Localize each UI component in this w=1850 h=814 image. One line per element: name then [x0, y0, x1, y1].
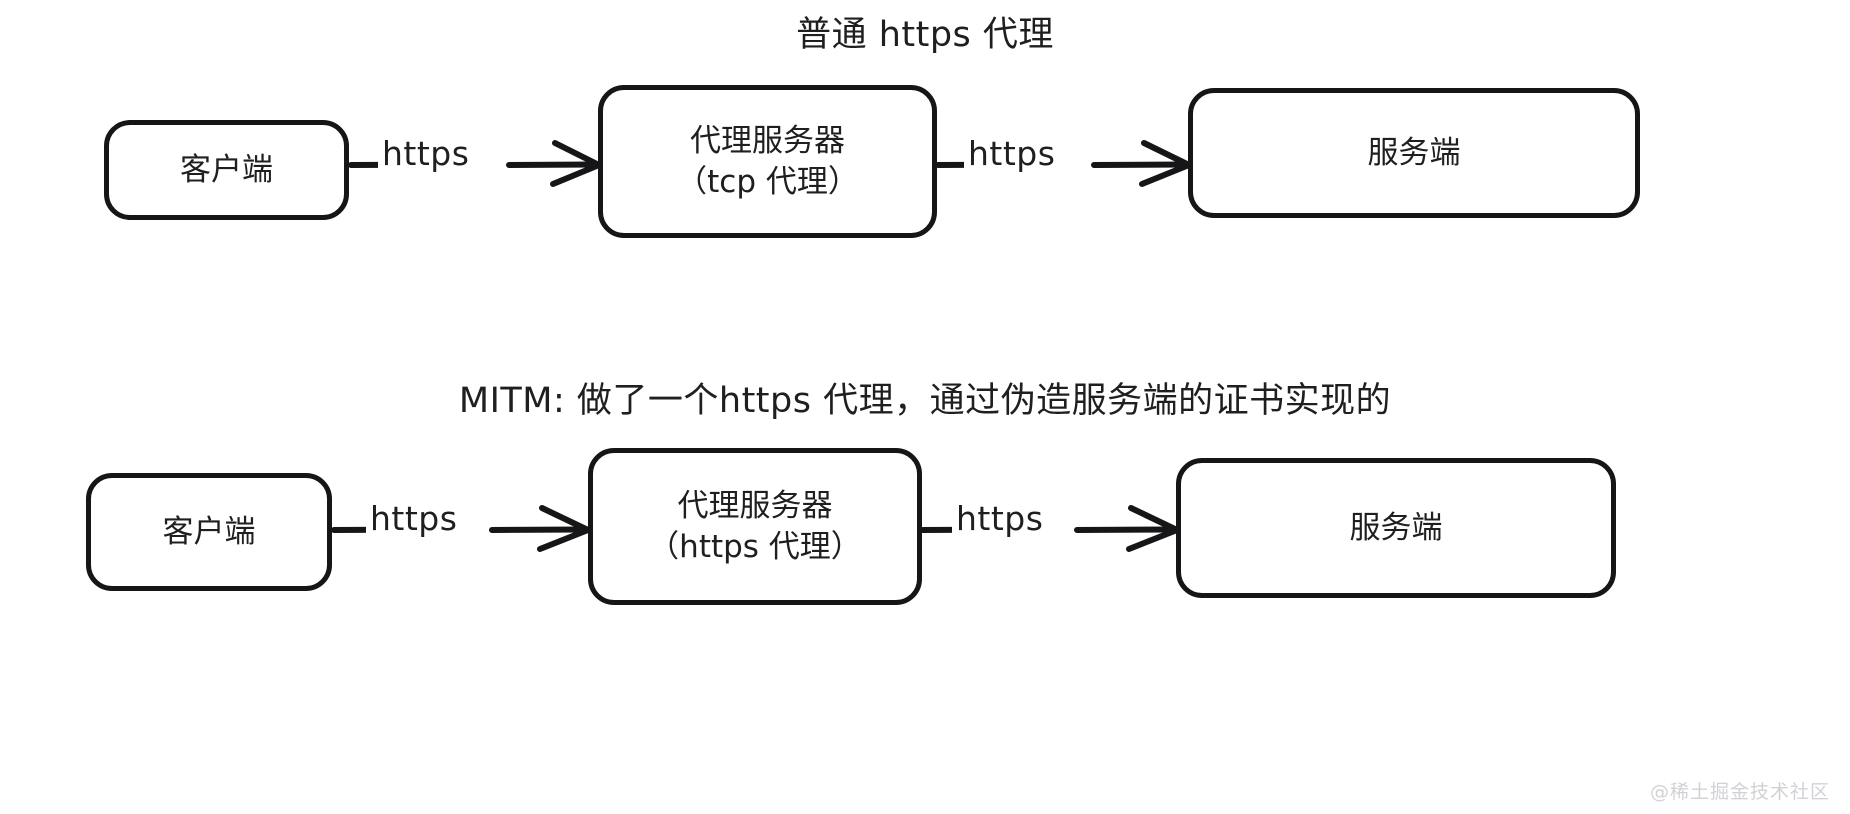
node-proxy-bottom-label: 代理服务器: [677, 487, 833, 524]
node-server-top[interactable]: 服务端: [1188, 88, 1640, 218]
edge-label-client-to-proxy-bottom: https: [366, 499, 462, 538]
node-server-bottom-label: 服务端: [1349, 509, 1443, 546]
section-title-mitm-proxy: MITM: 做了一个https 代理，通过伪造服务端的证书实现的: [458, 381, 1392, 421]
node-client-bottom[interactable]: 客户端: [86, 473, 332, 591]
node-proxy-bottom[interactable]: 代理服务器 （https 代理）: [588, 448, 922, 605]
node-proxy-top-sublabel: （tcp 代理）: [676, 163, 859, 200]
node-server-bottom[interactable]: 服务端: [1176, 458, 1616, 598]
node-client-top-label: 客户端: [180, 151, 273, 188]
node-proxy-bottom-sublabel: （https 代理）: [648, 528, 862, 565]
node-client-bottom-label: 客户端: [162, 513, 256, 550]
node-server-top-label: 服务端: [1367, 134, 1461, 171]
node-client-top[interactable]: 客户端: [104, 120, 349, 220]
edge-label-client-to-proxy-top: https: [378, 134, 474, 173]
edge-label-proxy-to-server-top: https: [964, 134, 1060, 173]
section-title-normal-proxy: 普通 https 代理: [796, 15, 1054, 55]
watermark: @稀土掘金技术社区: [1649, 781, 1830, 803]
node-proxy-top-label: 代理服务器: [690, 122, 845, 159]
node-proxy-top[interactable]: 代理服务器 （tcp 代理）: [598, 85, 937, 238]
edge-label-proxy-to-server-bottom: https: [952, 499, 1048, 538]
